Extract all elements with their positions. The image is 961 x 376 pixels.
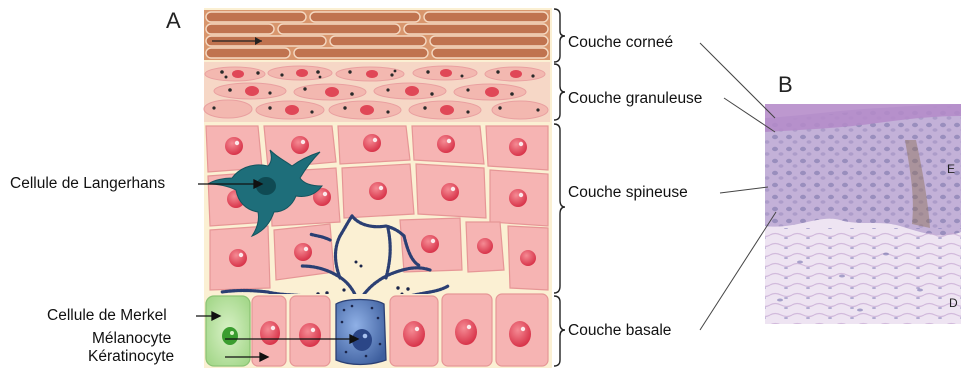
layer-braces (554, 9, 565, 366)
micrograph-label-e: E (947, 160, 955, 178)
panel-label-a: A (166, 8, 181, 34)
label-couche-spineuse: Couche spineuse (568, 184, 688, 202)
merkel-cell (206, 296, 250, 366)
leader-lines (700, 43, 776, 330)
stratum-corneum-band (204, 10, 550, 60)
stratum-granulosum-band (204, 62, 550, 122)
label-couche-basale: Couche basale (568, 322, 671, 340)
label-couche-granuleuse: Couche granuleuse (568, 90, 702, 108)
label-keratinocyte: Kératinocyte (88, 348, 174, 366)
label-cellule-langerhans: Cellule de Langerhans (10, 175, 165, 193)
histology-micrograph (765, 104, 961, 324)
micrograph-label-d: D (949, 294, 958, 312)
label-melanocyte: Mélanocyte (92, 330, 171, 348)
panel-label-b: B (778, 72, 793, 98)
label-couche-cornee: Couche corneé (568, 34, 673, 52)
melanocyte-body (336, 300, 386, 365)
label-cellule-merkel: Cellule de Merkel (47, 307, 167, 325)
